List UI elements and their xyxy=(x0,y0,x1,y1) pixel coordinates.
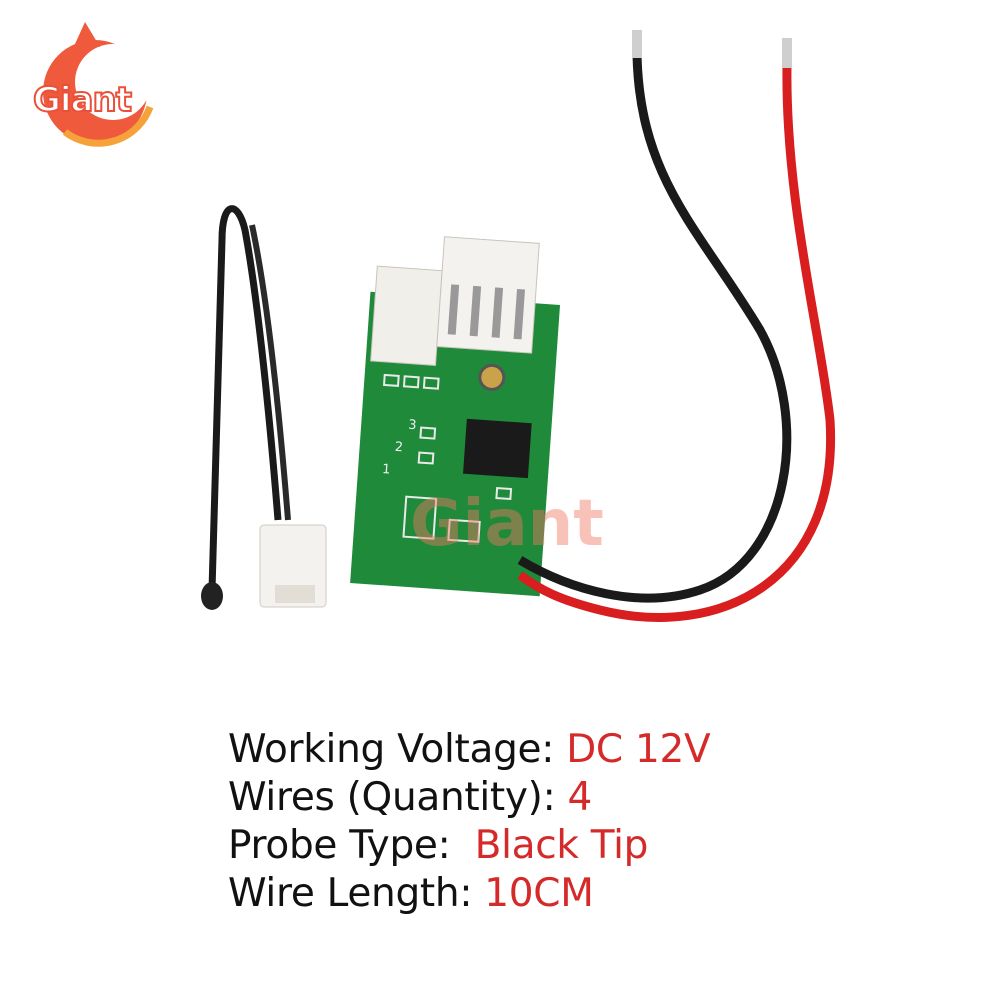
spec-wire-length: Wire Length: 10CM xyxy=(228,870,710,918)
black-wire xyxy=(517,54,792,603)
spec-value: 4 xyxy=(567,775,593,820)
spec-value: DC 12V xyxy=(566,727,711,772)
pin-label: 2 xyxy=(394,440,403,456)
spec-label: Wire Length: xyxy=(228,871,485,916)
pin-label: 3 xyxy=(408,418,417,434)
spec-label: Working Voltage: xyxy=(228,727,567,772)
spec-value: 10CM xyxy=(484,871,594,916)
fish-logo-icon xyxy=(43,22,154,147)
logo-text: Giant xyxy=(32,79,133,121)
spec-list: Working Voltage: DC 12V Wires (Quantity)… xyxy=(228,726,711,918)
watermark: Giant xyxy=(410,487,604,561)
brand-logo: Giant xyxy=(25,12,165,147)
probe-sensor xyxy=(201,205,327,610)
spec-value: Black Tip xyxy=(474,823,649,868)
red-wire xyxy=(517,64,836,622)
spec-working-voltage: Working Voltage: DC 12V xyxy=(228,726,711,774)
spec-label: Wires (Quantity): xyxy=(228,775,568,820)
pcb-board: 1 2 3 xyxy=(350,236,561,597)
spec-label: Probe Type: xyxy=(228,823,475,868)
spec-wires-quantity: Wires (Quantity): 4 xyxy=(228,774,710,822)
spec-probe-type: Probe Type: Black Tip xyxy=(228,822,710,870)
pin-label: 1 xyxy=(382,462,391,478)
